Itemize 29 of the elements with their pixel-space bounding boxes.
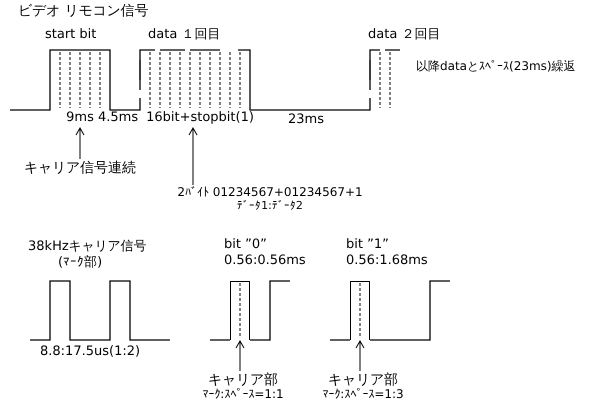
annotation-text: 16bit+stopbit(1): [146, 111, 254, 126]
arrow: [356, 340, 364, 372]
timing-label: bit ”1”: [346, 238, 389, 253]
arrow: [188, 128, 198, 186]
timing-label: 38kHzキャリア信号: [28, 240, 147, 255]
timing-label: 23ms: [288, 113, 324, 128]
arrow: [76, 128, 84, 160]
timing-label: 0.56:1.68ms: [346, 254, 428, 269]
timing-label: start bit: [45, 28, 96, 43]
timing-label: 以降dataとｽﾍﾟｰｽ(23ms)繰返: [416, 60, 576, 74]
annotation-text: 9ms: [66, 111, 94, 126]
diagram-title: ビデオ リモコン信号: [18, 2, 148, 20]
timing-label: data ２回目: [368, 28, 440, 43]
annotation-text: 2ﾊﾞｲﾄ 01234567+01234567+1: [177, 186, 363, 200]
timing-label: data １回目: [148, 28, 220, 43]
timing-label: 4.5ms: [98, 111, 138, 126]
annotation-text: キャリア部: [328, 372, 398, 388]
timing-label: 0.56:0.56ms: [224, 254, 306, 269]
mark-pulse: [230, 281, 250, 340]
arrow: [236, 340, 244, 372]
timing-label: 8.8:17.5us(1:2): [40, 345, 140, 360]
annotation-text: ﾃﾞｰﾀ1:ﾃﾞｰﾀ2: [237, 200, 303, 212]
mark-pulse: [350, 281, 370, 340]
annotation-text: キャリア部: [208, 372, 278, 388]
annotation-text: ﾏｰｸ:ｽﾍﾟｰｽ=1:3: [322, 388, 404, 402]
annotation-text: ﾏｰｸ:ｽﾍﾟｰｽ=1:1: [202, 388, 284, 402]
timing-label: (ﾏｰｸ部): [58, 256, 102, 271]
timing-label: bit ”0”: [224, 238, 267, 253]
annotation-text: キャリア信号連続: [24, 160, 136, 176]
